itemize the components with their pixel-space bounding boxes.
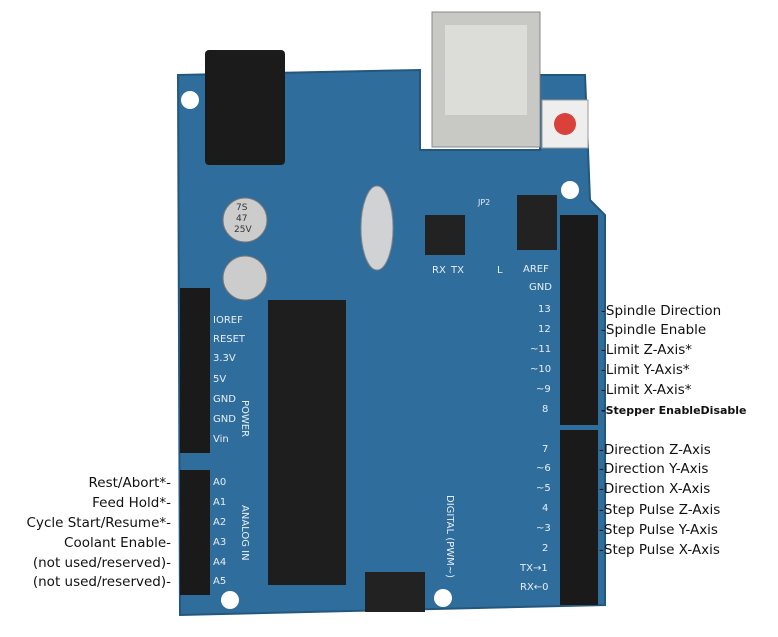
crystal — [360, 185, 394, 271]
silk-analog-pin: A2 — [213, 517, 227, 528]
icsp-header-bottom — [365, 572, 425, 612]
silk-power: POWER — [239, 400, 250, 438]
silk-analog-pin: A1 — [213, 497, 227, 508]
silk-power-pin: GND — [213, 394, 236, 405]
label-pin-13: -Spindle Direction — [601, 303, 722, 319]
silk-power-pin: RESET — [213, 334, 246, 345]
label-pin-12: -Spindle Enable — [601, 322, 707, 338]
silk-gnd: GND — [529, 282, 552, 293]
silk-analog: ANALOG IN — [239, 505, 250, 561]
right-header-top — [560, 215, 598, 425]
label-pin-6: -Direction Y-Axis — [599, 461, 709, 477]
label-pin-10: -Limit Y-Axis* — [601, 362, 690, 378]
label-pin-7: -Direction Z-Axis — [599, 442, 711, 458]
silk-power-pin: Vin — [213, 434, 229, 445]
label-pin-a3: Coolant Enable- — [64, 535, 171, 551]
silk-pin: 2 — [542, 543, 549, 554]
silk-analog-pin: A3 — [213, 537, 227, 548]
label-pin-a5: (not used/reserved)- — [32, 574, 171, 590]
silk-pin: RX←0 — [520, 582, 549, 593]
silk-pin: ~9 — [536, 384, 551, 395]
label-pin-9: -Limit X-Axis* — [601, 382, 692, 398]
left-header-analog — [180, 470, 210, 595]
left-header-power — [180, 288, 210, 453]
silk-power-pin: 5V — [213, 374, 227, 385]
cap-label: 7S — [236, 203, 248, 213]
silk-pin: 13 — [538, 304, 551, 315]
atmega-chip — [268, 300, 346, 585]
silk-led-l: L — [497, 265, 503, 276]
label-pin-2: -Step Pulse X-Axis — [599, 542, 720, 558]
silk-led-rx: RX — [432, 265, 446, 276]
label-pin-a2: Cycle Start/Resume*- — [26, 515, 171, 531]
cap-label: 47 — [236, 214, 248, 224]
silk-pin: ~6 — [536, 463, 551, 474]
power-jack — [205, 50, 285, 165]
label-pin-a0: Rest/Abort*- — [88, 475, 171, 491]
cap-label: 25V — [234, 225, 252, 235]
silk-power-pin: 3.3V — [213, 353, 236, 364]
silk-power-pin: GND — [213, 414, 236, 425]
capacitor — [222, 255, 268, 301]
label-pin-8: -Stepper EnableDisable — [601, 404, 747, 417]
silk-digital: DIGITAL (PWM~) — [444, 495, 455, 578]
label-pin-3: -Step Pulse Y-Axis — [599, 522, 718, 538]
silk-power-pin: IOREF — [213, 315, 243, 326]
silk-jp2: JP2 — [478, 198, 491, 207]
silk-analog-pin: A5 — [213, 576, 227, 587]
silk-pin: ~10 — [530, 364, 552, 375]
capacitor — [222, 197, 268, 243]
silk-analog-pin: A4 — [213, 557, 227, 568]
silk-aref: AREF — [523, 264, 549, 275]
silk-pin: ~11 — [530, 344, 552, 355]
silk-pin: 8 — [542, 404, 549, 415]
silk-pin: 12 — [538, 324, 551, 335]
silk-pin: 7 — [542, 444, 549, 455]
label-pin-a1: Feed Hold*- — [92, 495, 171, 511]
silk-pin: 4 — [542, 503, 549, 514]
silk-pin: ~5 — [536, 483, 551, 494]
right-header-bottom — [560, 430, 598, 605]
label-pin-a4: (not used/reserved)- — [32, 555, 171, 571]
label-pin-5: -Direction X-Axis — [599, 481, 711, 497]
label-pin-4: -Step Pulse Z-Axis — [599, 502, 721, 518]
usb-chip — [425, 215, 465, 255]
label-pin-11: -Limit Z-Axis* — [601, 342, 692, 358]
silk-analog-pin: A0 — [213, 477, 227, 488]
silk-pin: ~3 — [536, 523, 551, 534]
silk-led-tx: TX — [451, 265, 464, 276]
silk-pin: TX→1 — [520, 563, 548, 574]
icsp-header — [517, 195, 557, 250]
